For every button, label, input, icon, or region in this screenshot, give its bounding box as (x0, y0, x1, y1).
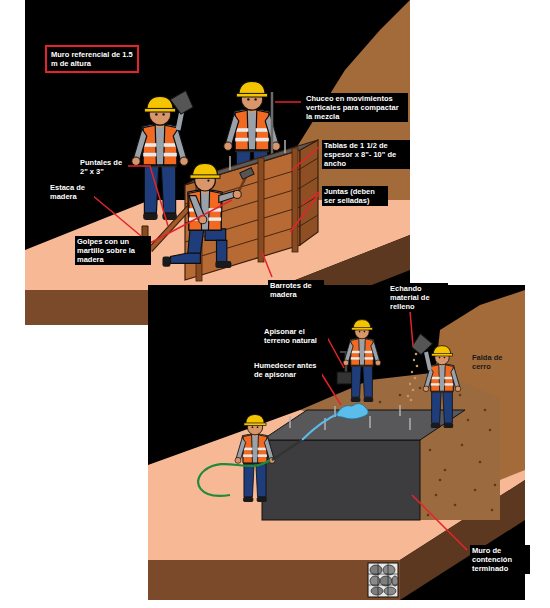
callout-label: Echando material de relleno (388, 283, 448, 312)
worker-figure (170, 91, 195, 116)
gabion-block (368, 563, 398, 597)
water-spray (302, 403, 368, 440)
water-spray (337, 403, 369, 419)
worker-figure (423, 346, 461, 428)
callout-label: Muro de contención terminado (470, 545, 530, 574)
leader-line (410, 311, 413, 346)
backfill (461, 444, 464, 447)
kneeling-worker (162, 163, 254, 268)
water-spray (302, 413, 340, 440)
leader-line (127, 166, 168, 226)
hose (198, 440, 302, 496)
callout-label: Golpes con un martillo sobre la madera (75, 236, 151, 265)
formwork (300, 215, 318, 226)
backfill (494, 484, 497, 487)
callout-label: Juntas (deben ser selladas) (322, 186, 388, 206)
backfill (444, 469, 447, 472)
falling-fill (407, 395, 409, 397)
backfill (454, 504, 457, 507)
leader-line (321, 311, 467, 550)
falling-fill (416, 365, 419, 368)
retaining-wall (409, 418, 411, 430)
callout-label: Barrotes de madera (268, 280, 324, 300)
formwork (258, 158, 264, 262)
backfill (459, 394, 462, 397)
hose (198, 460, 270, 496)
callout-label: Humedecer antes de apisonar (252, 360, 322, 380)
backfill (439, 479, 442, 482)
leader-line (292, 147, 319, 170)
formwork (229, 156, 231, 170)
callout-label: Puntales de 2" x 3" (78, 157, 128, 177)
retaining-wall (289, 416, 291, 428)
falling-fill (412, 389, 415, 392)
leader-line (262, 252, 272, 277)
retaining-wall (262, 440, 420, 520)
bottom-panel (148, 285, 525, 600)
falling-fill (410, 399, 413, 402)
formwork (300, 158, 318, 169)
falling-fill (414, 377, 417, 380)
top-panel (25, 0, 410, 325)
backfill (419, 387, 422, 390)
formwork (292, 148, 298, 252)
bottom-panel (148, 560, 400, 600)
kneeling-worker (162, 163, 254, 268)
backfill (484, 409, 487, 412)
leader-line (321, 373, 341, 405)
worker-figure (426, 352, 430, 370)
retaining-wall (369, 416, 371, 428)
backfill (474, 489, 477, 492)
worker-figure (410, 333, 461, 428)
box-text: Muro referencial de 1.5 m de altura (51, 50, 133, 68)
backfill (479, 461, 482, 464)
falling-fill (413, 359, 415, 361)
callout-label: Estaca de madera (48, 182, 94, 202)
backfill (429, 449, 432, 452)
falling-fill (407, 353, 419, 402)
callout-label: Falda de cerro (470, 352, 518, 372)
leader-line (92, 195, 141, 236)
leader-line (412, 495, 467, 550)
formwork (284, 140, 286, 153)
bottom-panel (148, 285, 525, 600)
backfill (427, 514, 430, 517)
leader-line (327, 337, 344, 368)
backfill (379, 401, 382, 404)
formwork (300, 177, 318, 188)
callout-label: Apisonar el terreno natural (262, 326, 328, 346)
worker-figure (235, 414, 275, 502)
retaining-wall (290, 405, 445, 430)
reference-box: Muro referencial de 1.5 m de altura (45, 45, 139, 73)
worker-figure (235, 414, 275, 502)
falling-fill (415, 353, 418, 356)
leader-line (290, 194, 319, 232)
falling-fill (409, 383, 411, 385)
worker-figure (170, 91, 195, 116)
worker-figure (343, 320, 381, 402)
hose (272, 440, 302, 460)
backfill (467, 419, 470, 422)
callout-label: Tablas de 1 1/2 de espesor x 8"- 10" de … (322, 140, 410, 169)
worker-figure (343, 320, 381, 402)
callout-label: Chuceo en movimientos verticales para co… (304, 93, 408, 122)
falling-fill (411, 371, 413, 373)
gabion-block (368, 563, 398, 597)
top-panel (25, 0, 410, 325)
backfill (491, 509, 494, 512)
backfill (399, 394, 402, 397)
leader-line (275, 101, 301, 103)
backfill (435, 494, 438, 497)
retaining-wall (399, 405, 401, 416)
leader-line (150, 200, 232, 243)
backfill (489, 429, 492, 432)
worker-figure (132, 91, 195, 220)
